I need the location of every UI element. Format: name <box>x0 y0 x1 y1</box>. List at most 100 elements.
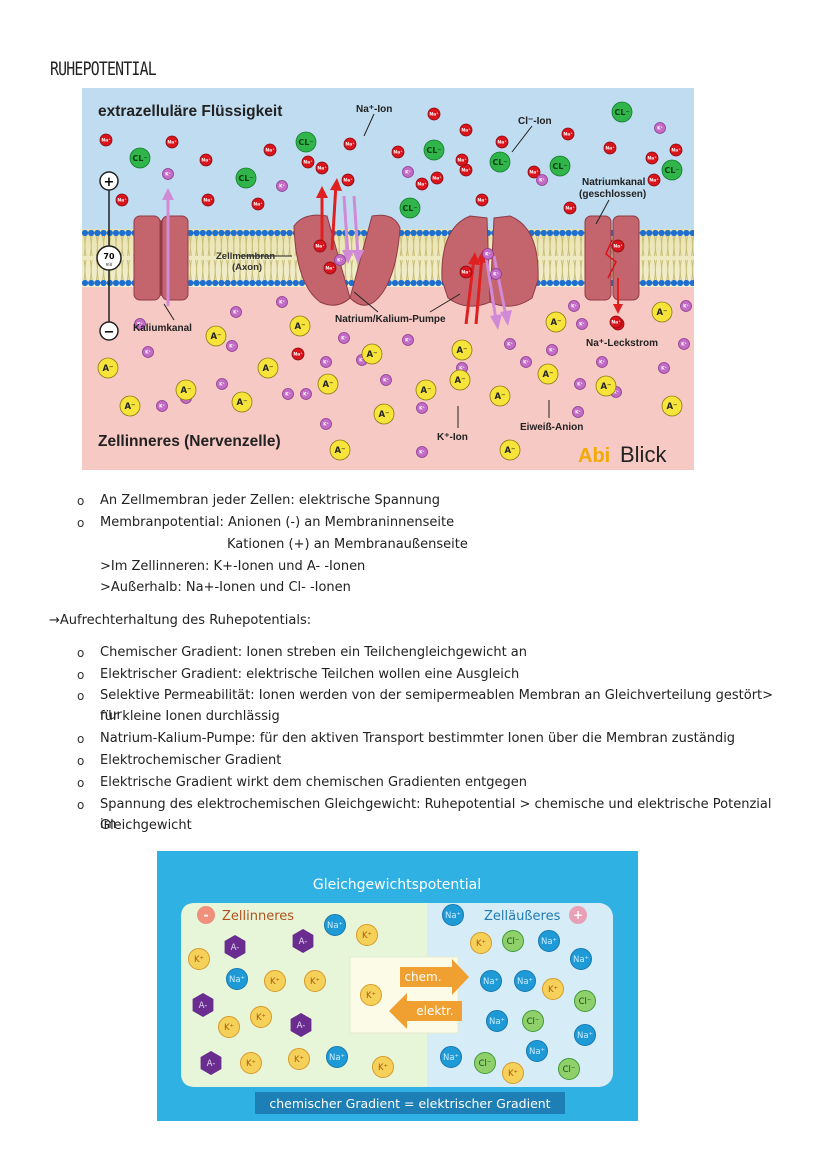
lipid-head <box>435 229 442 237</box>
lipid-head <box>652 279 659 287</box>
svg-text:A⁻: A⁻ <box>600 382 611 392</box>
lipid-head <box>255 279 262 287</box>
svg-text:Na⁺: Na⁺ <box>201 158 211 164</box>
svg-text:K⁺: K⁺ <box>523 360 529 366</box>
lipid-head <box>187 229 194 237</box>
na-ion: Na⁺ <box>99 133 113 147</box>
k-ion: K⁺ <box>320 418 332 430</box>
svg-text:CL⁻: CL⁻ <box>298 138 313 147</box>
svg-text:Cl⁻: Cl⁻ <box>579 997 592 1007</box>
svg-text:Na⁺: Na⁺ <box>457 158 467 164</box>
lipid-tail <box>201 235 205 281</box>
equilibrium-potential-diagram: Gleichgewichtspotential chem. elektr. - … <box>157 851 638 1121</box>
svg-text:Na⁺: Na⁺ <box>101 138 111 144</box>
anion: A⁻ <box>449 369 471 391</box>
cl-ion: CL⁻ <box>489 151 511 173</box>
svg-text:A⁻: A⁻ <box>124 402 135 412</box>
lipid-head <box>571 279 578 287</box>
lipid-head <box>88 229 95 237</box>
lipid-head <box>82 229 89 237</box>
na-ion: Na⁺ <box>226 968 248 990</box>
lipid-tail <box>548 235 552 281</box>
extracellular-region <box>82 88 694 229</box>
anion-hexagon: A- <box>290 1013 312 1037</box>
svg-text:K⁺: K⁺ <box>233 310 239 316</box>
svg-text:A-: A- <box>299 937 308 947</box>
svg-text:Na⁺: Na⁺ <box>203 198 213 204</box>
lipid-head <box>205 229 213 237</box>
na-ion: Na⁺ <box>526 1040 548 1062</box>
anion: A⁻ <box>595 375 617 397</box>
svg-text:A-: A- <box>231 943 240 953</box>
svg-text:K⁺: K⁺ <box>310 977 320 987</box>
svg-text:Na⁺: Na⁺ <box>477 198 487 204</box>
lipid-head <box>559 279 566 287</box>
logo-blick: Blick <box>620 442 667 467</box>
svg-text:A⁻: A⁻ <box>180 386 191 396</box>
cl-ion: CL⁻ <box>129 147 151 169</box>
svg-text:Na⁺: Na⁺ <box>489 1017 505 1027</box>
svg-text:CL⁻: CL⁻ <box>614 108 629 117</box>
k-ion: K⁺ <box>680 300 692 312</box>
cl-ion: Cl⁻ <box>574 990 596 1012</box>
na-ion: Na⁺ <box>538 930 560 952</box>
lipid-head <box>106 229 113 237</box>
svg-text:K⁺: K⁺ <box>571 304 577 310</box>
transport-arrows <box>162 178 623 330</box>
lipid-head <box>100 279 107 287</box>
plus-badge <box>569 906 587 924</box>
lipid-head <box>422 279 430 287</box>
extracellular-label: extrazelluläre Flüssigkeit <box>98 103 282 120</box>
na-ion: Na⁺ <box>440 1046 462 1068</box>
anion-hexagon: A- <box>292 929 314 953</box>
lipid-head <box>639 229 647 237</box>
cl-ion: CL⁻ <box>423 139 445 161</box>
svg-text:Na⁺: Na⁺ <box>483 977 499 987</box>
lipid-head <box>112 279 120 287</box>
k-ion: K⁺ <box>320 356 332 368</box>
k-ion: K⁺ <box>188 948 210 970</box>
lipid-head <box>199 279 206 287</box>
lipid-head <box>218 229 225 237</box>
lipid-head <box>429 279 436 287</box>
lipid-head <box>336 229 343 237</box>
lipid-head <box>565 229 572 237</box>
na-ion: Na⁺ <box>326 1046 348 1068</box>
anion: A⁻ <box>329 439 351 461</box>
bullet-marker: o <box>77 668 85 682</box>
na-ion: Na⁺ <box>609 315 623 329</box>
elektr-arrow: elektr. <box>389 993 462 1029</box>
lipid-tail <box>257 235 261 281</box>
svg-text:CL⁻: CL⁻ <box>426 146 441 155</box>
section-heading: →Aufrechterhaltung des Ruhepotentials: <box>49 613 312 628</box>
lipid-tail <box>102 235 106 281</box>
svg-text:K⁺: K⁺ <box>683 304 689 310</box>
na-ion: Na⁺ <box>115 193 129 207</box>
lipid-tail <box>573 235 577 281</box>
na-ion: Na⁺ <box>669 143 683 157</box>
anion: A⁻ <box>205 325 227 347</box>
na-ion: Na⁺ <box>459 265 473 279</box>
svg-text:K⁺: K⁺ <box>246 1059 256 1069</box>
lipid-tail <box>232 235 236 281</box>
svg-text:A⁻: A⁻ <box>666 402 677 412</box>
svg-text:Na⁺: Na⁺ <box>329 1053 345 1063</box>
note-line: An Zellmembran jeder Zellen: elektrische… <box>100 493 441 508</box>
svg-text:K⁺: K⁺ <box>159 404 165 410</box>
k-ion: K⁺ <box>156 400 168 412</box>
svg-text:A⁻: A⁻ <box>378 410 389 420</box>
lipid-tail <box>418 235 422 281</box>
svg-text:K⁺: K⁺ <box>256 1013 266 1023</box>
lipid-head <box>292 279 299 287</box>
anion: A⁻ <box>289 315 311 337</box>
na-ion: Na⁺ <box>313 239 327 253</box>
k-ion: K⁺ <box>402 166 414 178</box>
k-ion: K⁺ <box>574 378 586 390</box>
k-ion: K⁺ <box>276 180 288 192</box>
lipid-tail <box>660 235 664 281</box>
lipid-head <box>274 229 281 237</box>
lipid-tail <box>226 235 230 281</box>
lipid-head <box>286 279 293 287</box>
lipid-tail <box>666 235 670 281</box>
lipid-tail <box>219 235 223 281</box>
